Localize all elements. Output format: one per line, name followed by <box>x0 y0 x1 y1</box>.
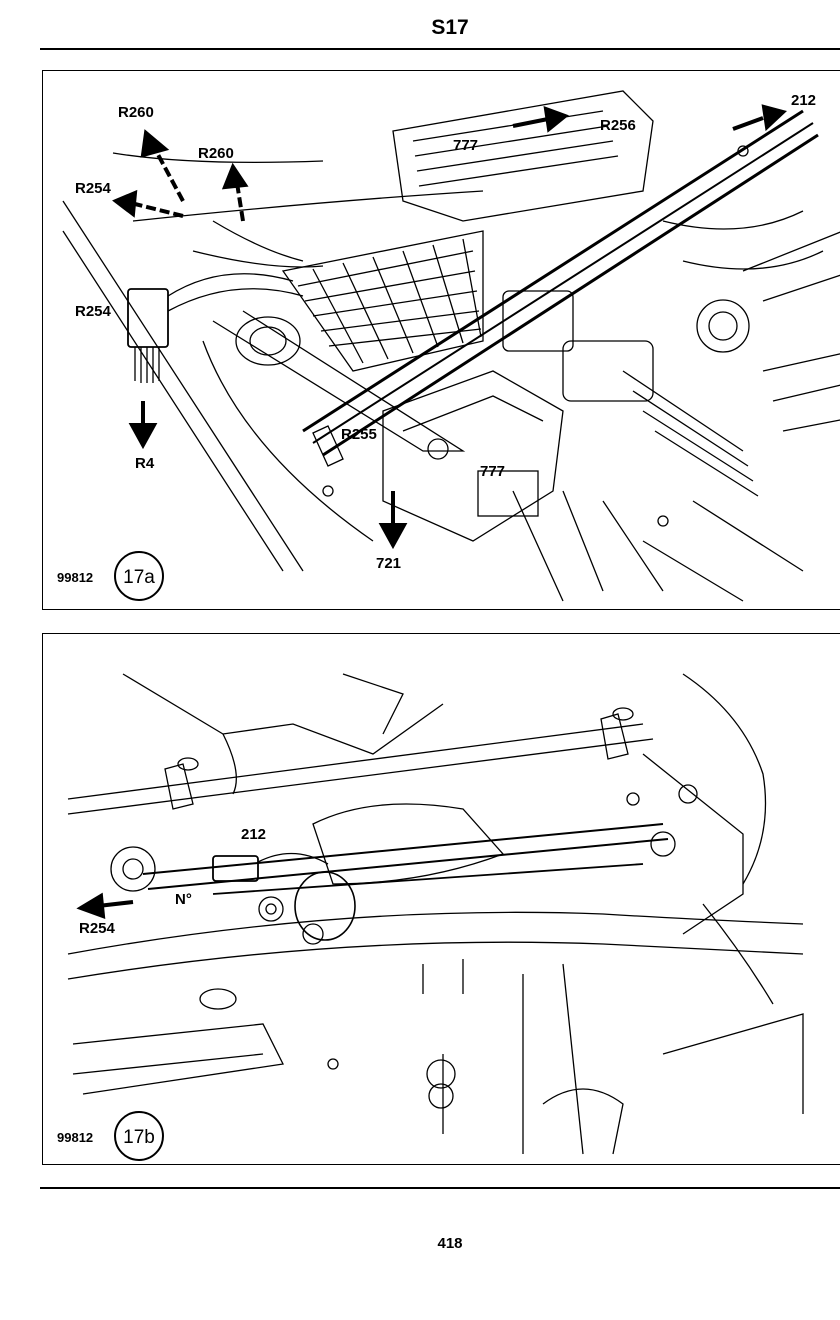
figure-ref-number: 99812 <box>57 570 93 585</box>
label-777-box: 777 <box>480 463 505 480</box>
figure-badge-circle <box>114 1111 164 1161</box>
header-rule <box>40 48 840 50</box>
label-212: 212 <box>791 92 816 109</box>
label-r260-right: R260 <box>198 145 234 162</box>
direction-arrows <box>76 892 134 919</box>
direction-arrows <box>112 104 788 550</box>
label-r254-top: R254 <box>75 180 112 197</box>
label-r4: R4 <box>135 455 155 472</box>
label-r254-connector: R254 <box>75 303 112 320</box>
footer-rule <box>40 1187 840 1189</box>
label-212: 212 <box>241 826 266 843</box>
figure-ref-number: 99812 <box>57 1130 93 1145</box>
engine-bay-drawing: R260 R260 R254 R254 R4 777 R256 212 R255… <box>57 90 840 602</box>
label-721: 721 <box>376 555 401 572</box>
figure-17b: 212 N° R254 99812 17b <box>42 633 840 1165</box>
label-r256: R256 <box>600 117 636 134</box>
section-title: S17 <box>431 16 469 39</box>
label-r260-left: R260 <box>118 104 154 121</box>
wiper-mechanism-drawing: 212 N° R254 99812 17b <box>57 673 804 1161</box>
figure-17a: R260 R260 R254 R254 R4 777 R256 212 R255… <box>42 70 840 610</box>
figure-badge: 17a <box>123 567 155 588</box>
label-r255: R255 <box>341 426 377 443</box>
label-777-top: 777 <box>453 137 478 154</box>
engine-bay-linework <box>62 90 840 602</box>
label-r254: R254 <box>79 920 116 937</box>
figure-badge: 17b <box>123 1127 155 1148</box>
wiper-linework <box>67 673 804 1155</box>
label-no: N° <box>175 891 192 908</box>
figure-badge-circle <box>114 551 164 601</box>
page-number: 418 <box>437 1235 463 1252</box>
